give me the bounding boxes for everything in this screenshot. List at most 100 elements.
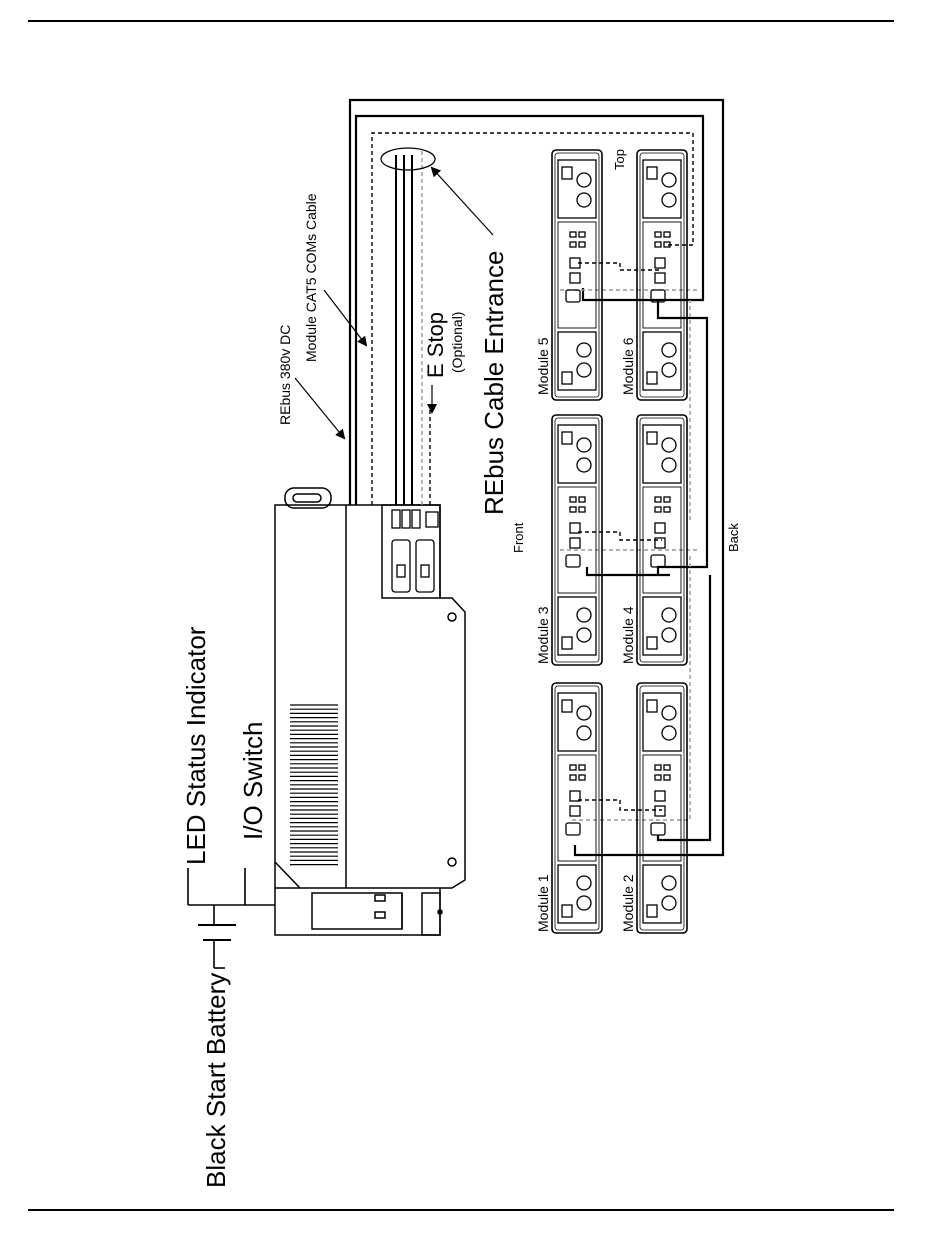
module-inner-outline — [640, 153, 684, 397]
module-led-1 — [570, 497, 576, 502]
module-body — [552, 415, 602, 665]
module-bottom-port-b — [662, 896, 676, 910]
cable-lines — [396, 155, 412, 505]
led-status-label: LED Status Indicator — [181, 626, 211, 865]
gray-dashed-cable — [422, 150, 700, 820]
back-label: Back — [726, 523, 741, 552]
module-top-slot — [562, 432, 572, 444]
module-bottom-port-b — [577, 896, 591, 910]
module-bottom-panel — [643, 332, 681, 390]
module-outline — [552, 415, 602, 665]
module-dc-connector — [651, 555, 665, 567]
module-led-1 — [655, 232, 661, 237]
leader-arrows — [295, 168, 493, 438]
module-bottom-panel — [643, 597, 681, 655]
module-led-4 — [664, 775, 670, 780]
module-bottom-port-a — [577, 608, 591, 622]
estop-optional-label: (Optional) — [449, 312, 465, 373]
module-led-4 — [664, 507, 670, 512]
module-bottom-slot — [562, 637, 572, 649]
module-bottom-panel — [558, 332, 596, 390]
module-led-1 — [655, 497, 661, 502]
module-inner-outline — [640, 686, 684, 930]
module-top-port-a — [577, 173, 591, 187]
module-rj45-a — [655, 523, 665, 533]
module-rj45-a — [655, 258, 665, 268]
module-top-port-a — [662, 706, 676, 720]
module-led-2 — [579, 765, 585, 770]
module-top-panel — [558, 160, 596, 218]
rebus-dc-label: REbus 380v DC — [277, 325, 293, 425]
battery-modules — [552, 150, 687, 933]
module-bottom-port-a — [662, 876, 676, 890]
module-5-label: Module 5 — [535, 337, 551, 395]
module-bottom-panel — [643, 865, 681, 923]
module-4-label: Module 4 — [620, 606, 636, 664]
module-led-3 — [655, 775, 661, 780]
cat5-label: Module CAT5 COMs Cable — [303, 193, 319, 362]
module-top-panel — [558, 425, 596, 483]
module-outline — [637, 150, 687, 400]
module-bottom-panel — [558, 597, 596, 655]
module-led-2 — [664, 765, 670, 770]
front-label: Front — [511, 522, 526, 553]
module-control-panel — [643, 222, 681, 328]
cat5-dashed-cable — [372, 133, 693, 810]
module-bottom-slot — [647, 637, 657, 649]
module-top-port-a — [662, 438, 676, 452]
module-dc-connector — [566, 555, 580, 567]
module-led-1 — [570, 232, 576, 237]
module-top-panel — [643, 693, 681, 751]
module-control-panel — [558, 755, 596, 861]
module-body — [552, 683, 602, 933]
module-bottom-port-a — [662, 608, 676, 622]
module-inner-outline — [555, 418, 599, 662]
module-led-2 — [664, 232, 670, 237]
module-top-port-b — [577, 726, 591, 740]
black-start-label: Black Start Battery — [201, 973, 231, 1188]
module-bottom-port-b — [662, 363, 676, 377]
module-body — [552, 150, 602, 400]
module-bottom-slot — [647, 905, 657, 917]
module-rj45-b — [655, 273, 665, 283]
module-top-port-b — [577, 193, 591, 207]
module-outline — [552, 683, 602, 933]
module-top-port-b — [662, 458, 676, 472]
module-outline — [637, 683, 687, 933]
module-bottom-port-a — [577, 343, 591, 357]
module-bottom-port-a — [662, 343, 676, 357]
module-bottom-slot — [562, 905, 572, 917]
module-rj45-b — [655, 806, 665, 816]
module-rj45-b — [570, 806, 580, 816]
module-led-3 — [655, 242, 661, 247]
module-led-1 — [655, 765, 661, 770]
module-inner-outline — [555, 153, 599, 397]
module-2-label: Module 2 — [620, 874, 636, 932]
module-led-3 — [570, 775, 576, 780]
module-rj45-b — [570, 273, 580, 283]
module-top-slot — [647, 167, 657, 179]
module-dc-connector — [566, 823, 580, 835]
module-led-2 — [579, 232, 585, 237]
module-top-slot — [647, 700, 657, 712]
module-control-panel — [643, 755, 681, 861]
module-outline — [552, 150, 602, 400]
module-top-port-b — [662, 726, 676, 740]
module-bottom-port-a — [577, 876, 591, 890]
module-top-port-a — [577, 706, 591, 720]
io-switch-label: I/O Switch — [238, 722, 268, 840]
module-led-1 — [570, 765, 576, 770]
module-top-port-a — [577, 438, 591, 452]
module-bottom-port-b — [577, 628, 591, 642]
module-6-label: Module 6 — [620, 337, 636, 395]
top-label: Top — [612, 149, 627, 170]
module-led-4 — [579, 507, 585, 512]
terminal-block — [392, 510, 438, 592]
rebus-outer-loop — [350, 100, 723, 855]
module-top-port-b — [577, 458, 591, 472]
cabinet-vents — [290, 705, 338, 865]
module-control-panel — [558, 487, 596, 593]
module-led-2 — [664, 497, 670, 502]
module-led-3 — [570, 507, 576, 512]
module-top-slot — [562, 700, 572, 712]
